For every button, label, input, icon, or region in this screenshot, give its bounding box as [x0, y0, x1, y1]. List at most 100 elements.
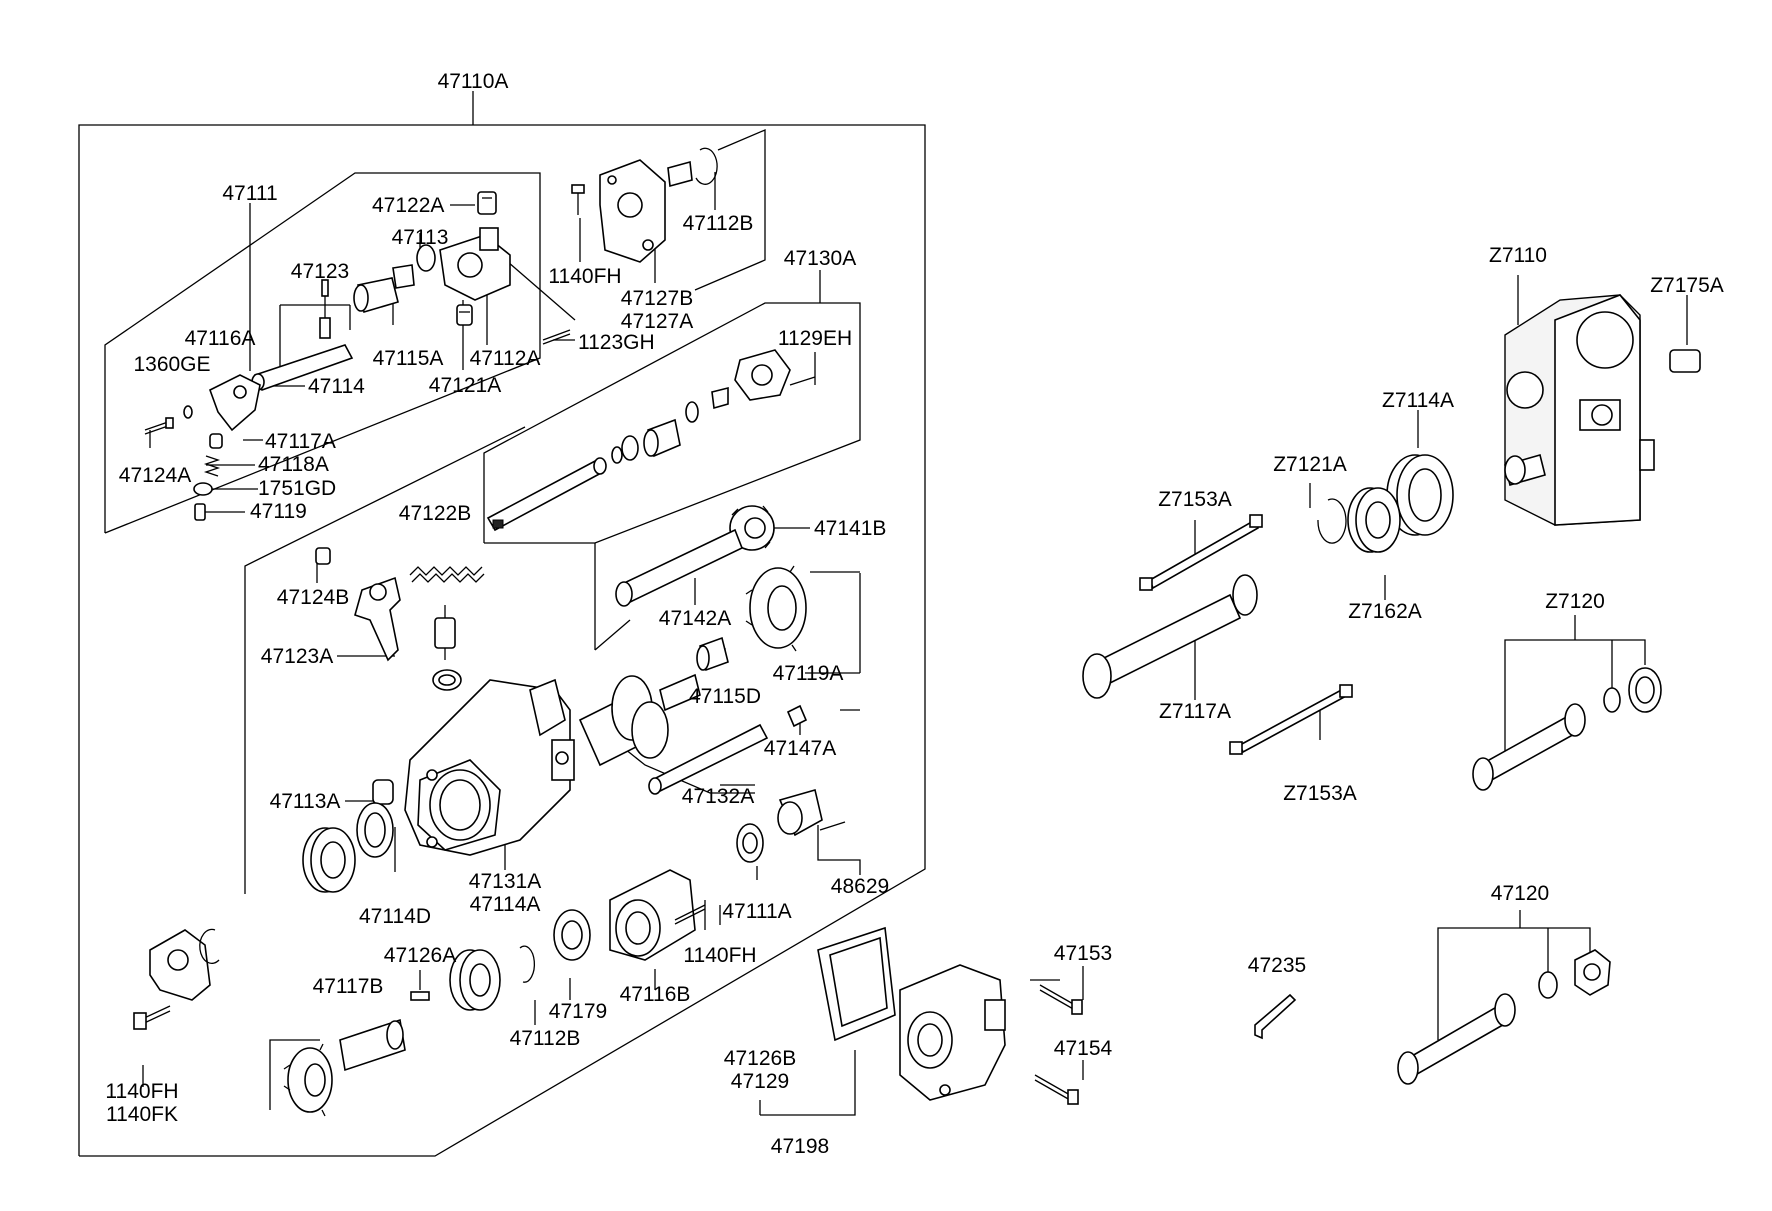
bushing-z7175a [1669, 349, 1701, 373]
label-1140fh-mid: 1140FH [683, 944, 756, 967]
label-47124b: 47124B [277, 586, 349, 609]
sleeve-48629 [777, 788, 846, 837]
bolt-47124a [144, 417, 174, 435]
label-47147a: 47147A [764, 737, 836, 760]
label-1140fh-bottom: 1140FH [105, 1080, 178, 1103]
label-47119: 47119 [250, 500, 307, 523]
label-47114d: 47114D [359, 905, 431, 928]
label-47127b: 47127B [621, 287, 693, 310]
cluster-gear [578, 673, 701, 767]
washer-1360ge [183, 405, 193, 419]
label-47118a: 47118A [258, 453, 329, 476]
cover-47127 [599, 159, 666, 263]
gasket-1751gd [193, 482, 213, 496]
label-47111: 47111 [222, 182, 277, 205]
label-48629: 48629 [831, 875, 889, 898]
label-47198: 47198 [771, 1135, 829, 1158]
shaft-z7120 [1472, 703, 1586, 791]
label-z7114a: Z7114A [1382, 389, 1454, 412]
bolt-47122a [477, 191, 497, 215]
oring-switch [432, 669, 462, 691]
bearing-47114d [356, 802, 394, 858]
seal-47111a [736, 823, 764, 863]
sleeve-47115a [353, 264, 415, 314]
label-47123a: 47123A [261, 645, 333, 668]
assembly-frames [78, 91, 926, 1157]
part-labels: 47110A 47111 47122A 47113 47123 47116A 1… [105, 70, 1723, 1158]
leader-lines [142, 172, 1688, 1116]
label-47131a: 47131A [469, 870, 541, 893]
label-z7110: Z7110 [1489, 244, 1547, 267]
label-47116a: 47116A [185, 327, 256, 350]
label-z7153a-bottom: Z7153A [1283, 782, 1357, 805]
label-47235: 47235 [1248, 954, 1306, 977]
bearing-47179-a [449, 949, 501, 1011]
switch-47123a [434, 605, 456, 660]
snapring-47112b [519, 945, 536, 983]
bolt-1140fh-left [133, 1005, 171, 1030]
label-47122b: 47122B [399, 502, 471, 525]
nut-47120 [1574, 949, 1611, 996]
label-47114: 47114 [308, 375, 365, 398]
housing-47131a [404, 678, 575, 856]
housing-z7110 [1504, 294, 1655, 526]
label-47113: 47113 [392, 226, 449, 249]
label-47130a: 47130A [784, 247, 856, 270]
label-47112b-top: 47112B [683, 212, 754, 235]
rod-z7153a-top [1139, 514, 1263, 591]
bearing-47179-b [553, 909, 591, 961]
label-47119a: 47119A [773, 662, 844, 685]
plug-47113a [372, 779, 394, 805]
label-z7175a: Z7175A [1650, 274, 1724, 297]
label-47121a: 47121A [429, 374, 501, 397]
gear-47141b [729, 505, 775, 551]
label-47115d: 47115D [689, 685, 761, 708]
oring-47113 [416, 244, 436, 272]
parts-drawings [133, 147, 1701, 1117]
label-47113a: 47113A [270, 790, 341, 813]
shaft-47120 [1397, 993, 1516, 1085]
label-47111a: 47111A [722, 900, 791, 923]
bolt-47154 [1034, 1074, 1079, 1105]
snapring-z7120 [1603, 687, 1621, 713]
label-47179: 47179 [549, 1000, 607, 1023]
plug-47147a [786, 704, 808, 728]
label-47117a: 47117A [265, 430, 336, 453]
label-47112a: 47112A [470, 347, 541, 370]
label-47112b-bottom: 47112B [510, 1027, 581, 1050]
lever-47116a [209, 374, 261, 432]
retainer-47116b [609, 869, 706, 961]
key-47126a [410, 991, 430, 1001]
seal-z7120 [1628, 667, 1662, 713]
label-1140fk: 1140FK [106, 1103, 178, 1126]
rod-z7153a-bottom [1229, 684, 1353, 755]
label-1129eh: 1129EH [778, 327, 852, 350]
label-47126b: 47126B [724, 1047, 796, 1070]
label-47124a: 47124A [119, 464, 191, 487]
plug-47124b [315, 547, 331, 565]
label-47127a: 47127A [621, 310, 693, 333]
label-1140fh-top: 1140FH [548, 265, 621, 288]
bearing-z7162a [1347, 487, 1401, 553]
label-47123: 47123 [291, 260, 349, 283]
shaft-47142a [615, 528, 744, 607]
cap-47117a [209, 433, 223, 449]
label-47117b: 47117B [313, 975, 384, 998]
snapring-left [199, 928, 220, 965]
shaft-47117b [283, 1018, 406, 1117]
label-1123gh: 1123GH [578, 331, 655, 354]
label-47110a: 47110A [438, 70, 509, 93]
label-47114a: 47114A [470, 893, 541, 916]
shaft-z7117a [1082, 574, 1258, 699]
snapring-47120 [1538, 971, 1558, 999]
bearing-47114d-outer [302, 827, 356, 893]
oring-stack-47130a [611, 386, 729, 464]
label-z7153a-top: Z7153A [1158, 488, 1232, 511]
snapring-z7121a [1317, 498, 1347, 544]
gasket-47126b [817, 926, 896, 1042]
label-47141b: 47141B [814, 517, 886, 540]
label-47120: 47120 [1491, 882, 1549, 905]
label-47154: 47154 [1054, 1037, 1113, 1060]
label-47153: 47153 [1054, 942, 1112, 965]
